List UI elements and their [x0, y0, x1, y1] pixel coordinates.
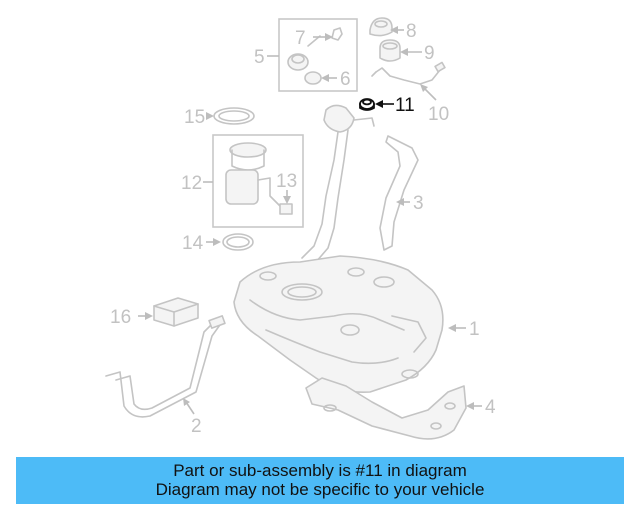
group-box-5	[278, 18, 358, 92]
part-14-seal	[222, 233, 254, 251]
part-16-module	[153, 297, 199, 327]
part-15-ring	[213, 107, 255, 125]
leader-10	[423, 87, 437, 101]
callout-3: 3	[413, 193, 424, 214]
arrow-14	[213, 238, 221, 246]
notice-line-1: Part or sub-assembly is #11 in diagram	[173, 461, 467, 480]
arrow-4	[466, 402, 474, 410]
arrow-1	[448, 324, 456, 332]
part-12-pump	[225, 142, 293, 215]
callout-14: 14	[182, 233, 204, 254]
arrow-9	[400, 48, 408, 56]
callout-9: 9	[424, 43, 435, 64]
arrow-13	[283, 196, 291, 204]
callout-16: 16	[110, 307, 131, 328]
arrow-6	[321, 74, 329, 82]
arrow-7	[325, 33, 333, 41]
callout-4: 4	[485, 397, 496, 418]
callout-12: 12	[181, 173, 202, 194]
part-2-strap	[105, 315, 226, 418]
part-4-shield	[305, 377, 467, 440]
arrow-3	[396, 198, 404, 206]
callout-2: 2	[191, 416, 202, 437]
part-11-grommet	[359, 98, 375, 111]
filler-neck	[301, 104, 375, 263]
arrow-2	[183, 398, 190, 406]
callout-11: 11	[395, 95, 415, 116]
part-1-tank	[233, 255, 444, 394]
part-3-bracket	[379, 135, 419, 251]
group-box-12	[212, 134, 304, 228]
arrow-11	[375, 100, 383, 108]
part-8-grommet	[369, 17, 393, 37]
callout-7: 7	[295, 28, 306, 49]
callout-13: 13	[276, 171, 297, 192]
callout-8: 8	[406, 21, 417, 42]
parts-diagram: 7 5 6 8 9 10 11 15 12 13 14 3 16 1 4 2	[105, 17, 496, 440]
arrow-8	[390, 26, 398, 34]
notice-banner: Part or sub-assembly is #11 in diagram D…	[16, 457, 624, 504]
arrow-16	[145, 312, 153, 320]
callout-10: 10	[428, 104, 449, 125]
leader-2	[185, 401, 195, 415]
callout-1: 1	[469, 319, 480, 340]
arrow-15	[206, 112, 214, 120]
part-10-harness	[371, 61, 446, 85]
callout-15: 15	[184, 107, 205, 128]
notice-line-2: Diagram may not be specific to your vehi…	[155, 480, 485, 499]
callout-5: 5	[254, 47, 265, 68]
part-9-plug	[379, 39, 401, 62]
arrow-10	[420, 84, 428, 92]
part-6-ring	[287, 53, 322, 85]
callout-6: 6	[340, 69, 351, 90]
